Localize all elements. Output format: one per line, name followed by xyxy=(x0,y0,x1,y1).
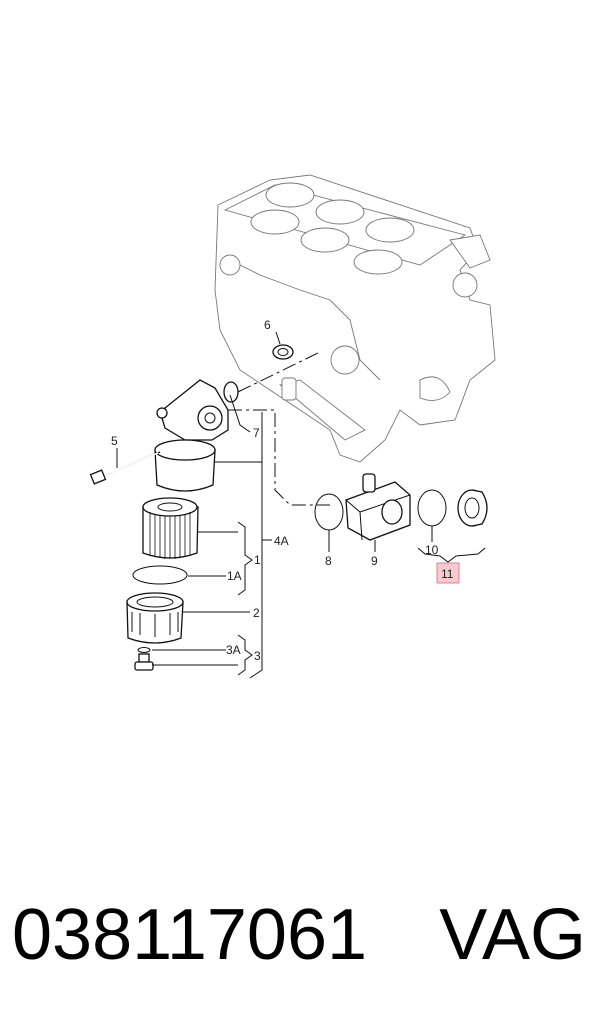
part-number: 038117061 xyxy=(12,895,368,975)
engine-block xyxy=(214,174,496,463)
callout-4a: 4A xyxy=(274,534,289,548)
part-5-bolt xyxy=(89,451,161,485)
callout-11: 11 xyxy=(441,567,454,581)
part-2-filter-cap xyxy=(126,592,184,644)
callout-5: 5 xyxy=(111,434,118,448)
callout-2: 2 xyxy=(253,606,260,620)
callout-11-highlight xyxy=(436,562,460,584)
oil-filter-housing xyxy=(154,379,239,492)
callout-3: 3 xyxy=(254,649,261,663)
part-1-filter-element xyxy=(142,497,199,559)
exploded-parts-diagram: 5 6 7 4A 1 1A 2 3A 3 8 9 10 11 xyxy=(89,174,496,679)
part-6-seal xyxy=(272,331,294,360)
callout-9: 9 xyxy=(371,554,378,568)
mount-line-block xyxy=(237,351,321,393)
callout-3a: 3A xyxy=(226,643,241,657)
part-8-o-ring xyxy=(314,493,344,531)
part-11-cover xyxy=(457,489,488,527)
callout-7: 7 xyxy=(253,426,260,440)
footer: 038117061 VAG xyxy=(0,885,600,985)
callout-6: 6 xyxy=(264,318,271,332)
callout-1a: 1A xyxy=(227,569,242,583)
callout-10: 10 xyxy=(425,543,439,557)
part-10-o-ring xyxy=(417,489,447,527)
callout-8: 8 xyxy=(325,554,332,568)
part-1a-o-ring xyxy=(132,565,188,585)
part-3-drain-plug xyxy=(134,647,154,671)
brand-name: VAG xyxy=(439,895,586,975)
part-9-oil-cooler xyxy=(345,473,411,541)
callout-1: 1 xyxy=(254,553,261,567)
